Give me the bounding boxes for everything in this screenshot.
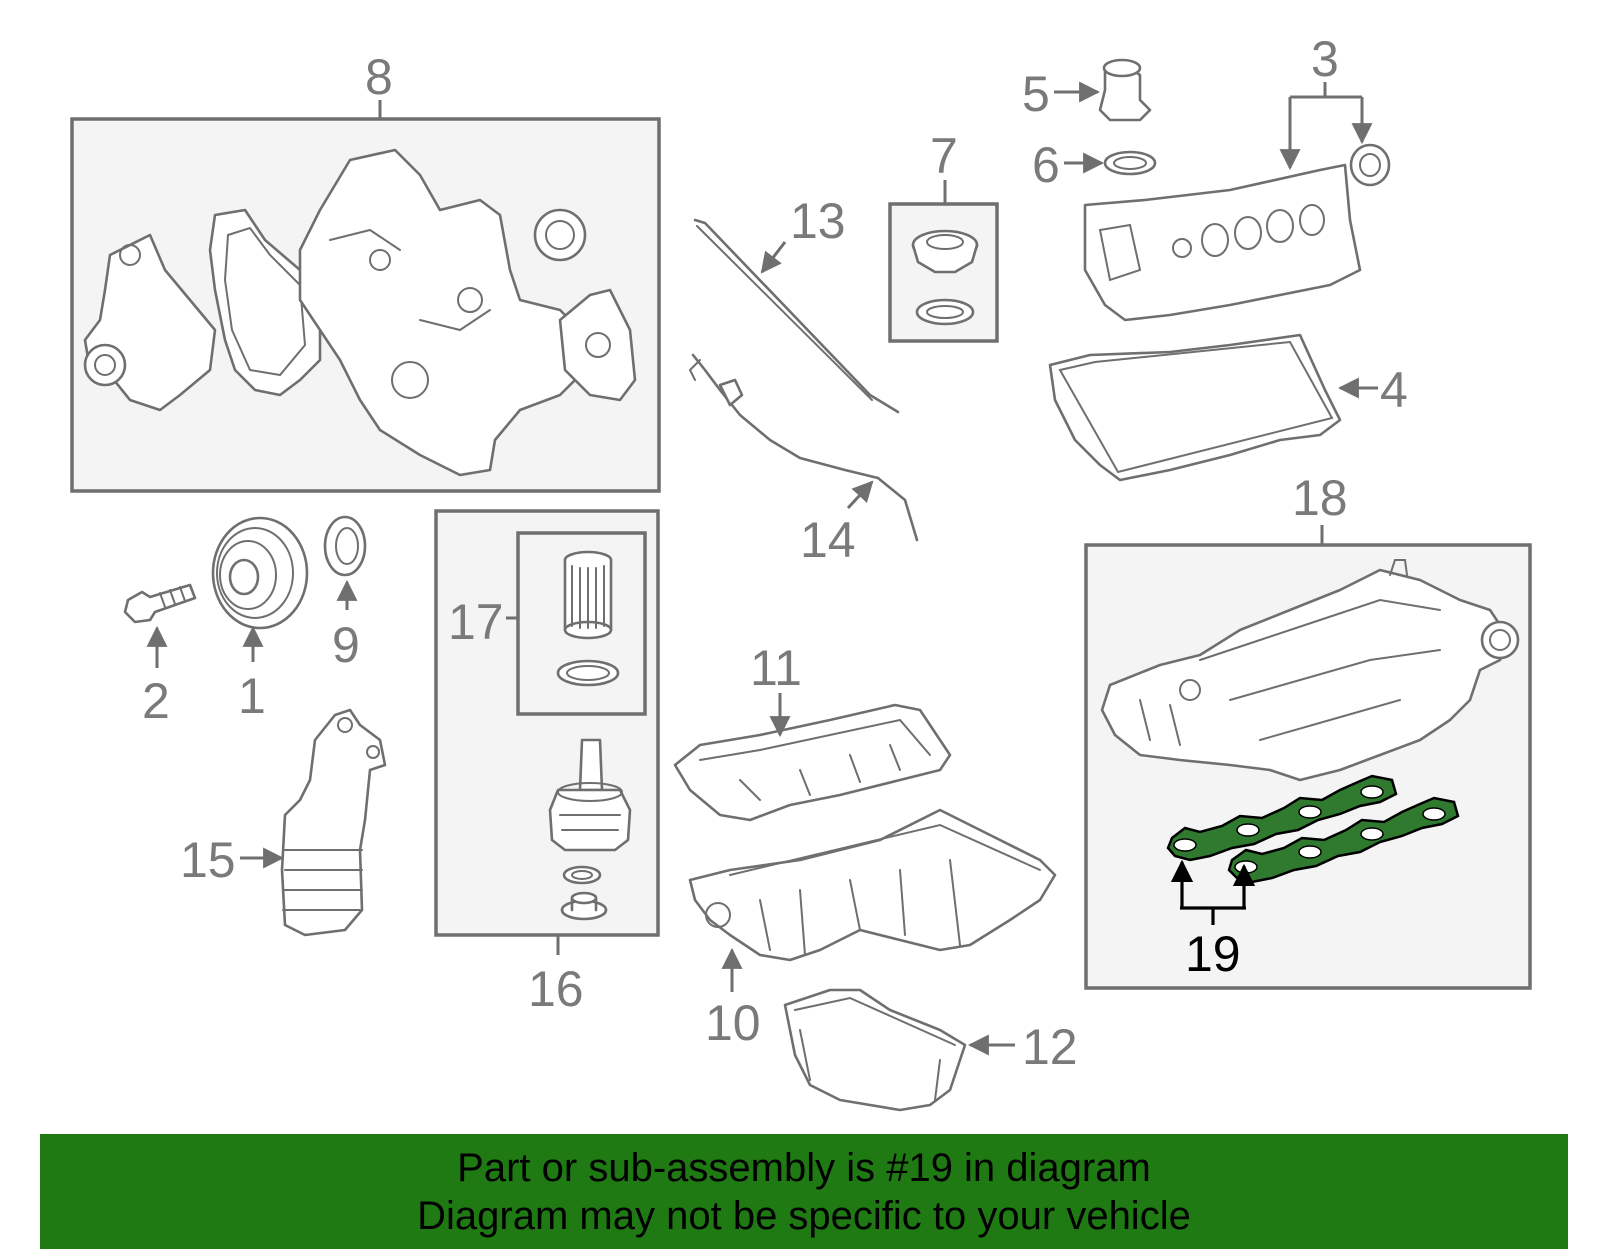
valve-cover-gasket[interactable] [1048,333,1342,482]
water-pump-gasket[interactable] [208,208,322,397]
callout-15: 15 [180,832,236,888]
callout-10: 10 [705,995,761,1051]
timing-cover-side-plate[interactable] [558,288,637,402]
water-outlet-o-ring[interactable] [1103,150,1157,176]
callout-16: 16 [528,961,584,1017]
callout-12: 12 [1022,1019,1078,1075]
callout-1: 1 [238,668,266,724]
callout-7: 7 [930,128,958,184]
oil-pan-upper[interactable] [688,808,1057,962]
callout-8: 8 [365,49,393,105]
timing-chain-cover[interactable] [298,148,587,477]
crankshaft-pulley[interactable] [211,516,309,630]
callout-13: 13 [790,193,846,249]
banner-line-disclaimer: Diagram may not be specific to your vehi… [417,1193,1191,1238]
water-pump[interactable] [83,233,217,412]
callout-2: 2 [142,673,170,729]
callout-19: 19 [1185,926,1241,982]
water-outlet[interactable] [1098,58,1152,122]
callout-14: 14 [800,512,856,568]
oil-filter-element-o-ring[interactable] [556,659,620,687]
callout-5: 5 [1022,66,1050,122]
callout-3: 3 [1311,31,1339,87]
crankshaft-pulley-bolt[interactable] [123,583,197,624]
drain-plug-gasket[interactable] [562,865,602,885]
oil-filter-element[interactable] [563,550,613,640]
oil-filter-housing[interactable] [548,738,632,852]
oil-pan-baffle[interactable] [673,703,952,822]
front-crankshaft-seal[interactable] [323,515,367,577]
info-banner: Part or sub-assembly is #19 in diagram D… [40,1134,1568,1249]
callout-19-leader [1170,859,1256,925]
valve-cover-seal[interactable] [1349,143,1391,187]
oil-filter-drain-plug[interactable] [560,891,608,921]
oil-filter-bracket[interactable] [280,708,387,937]
callout-4: 4 [1380,362,1408,418]
oil-pan-lower[interactable] [783,988,967,1112]
banner-line-part-reference: Part or sub-assembly is #19 in diagram [457,1145,1151,1190]
callout-6: 6 [1032,137,1060,193]
valve-cover[interactable] [1083,163,1362,322]
oil-filler-cap[interactable] [911,229,979,274]
intake-manifold[interactable] [1100,559,1520,782]
oil-filler-cap-gasket[interactable] [915,298,975,326]
timing-cover-seal[interactable] [533,208,587,262]
callout-9: 9 [332,617,360,673]
callout-18: 18 [1292,470,1348,526]
callout-17: 17 [448,594,504,650]
intake-manifold-gasket-upper[interactable] [1166,774,1398,862]
oil-dipstick[interactable] [693,218,900,414]
callout-11: 11 [750,640,802,696]
